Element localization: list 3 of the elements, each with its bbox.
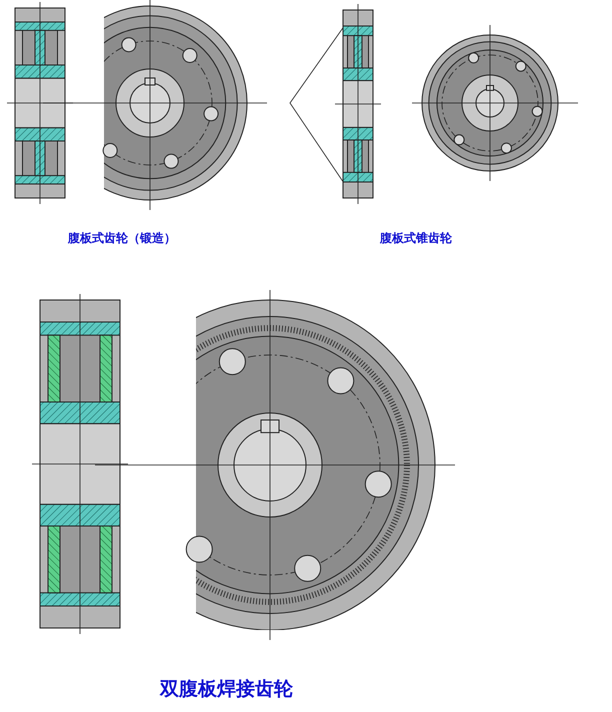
figure-caption: 腹板式齿轮（锻造） bbox=[68, 230, 176, 247]
figure-caption: 双腹板焊接齿轮 bbox=[160, 677, 293, 702]
figure-caption: 腹板式锥齿轮 bbox=[380, 230, 452, 247]
